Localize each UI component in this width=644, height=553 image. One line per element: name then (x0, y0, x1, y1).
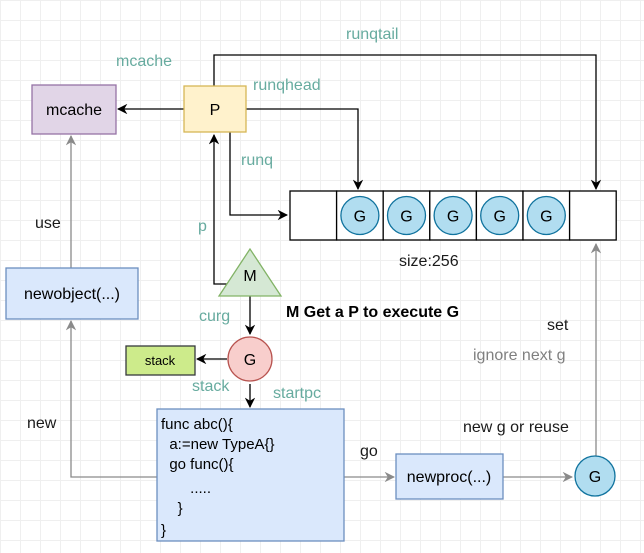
code-line: go func(){ (161, 456, 234, 473)
newobject-rect (5, 267, 139, 320)
queued-g-label: G (540, 209, 552, 226)
newproc-label: newproc(...) (407, 469, 491, 486)
label-go: go (360, 443, 378, 460)
queued-g-circle (433, 195, 473, 236)
edge-m-to-p (208, 133, 236, 285)
queued-g-circle (386, 195, 427, 236)
p-box: P (183, 85, 247, 133)
label-startpc: startpc (273, 385, 321, 402)
p-rect (183, 85, 247, 133)
mcache-box: mcache (31, 84, 117, 135)
current-g-label: G (244, 352, 256, 369)
code-line: } (161, 500, 183, 517)
label-runq: runq (241, 152, 273, 169)
queued-g-label: G (354, 209, 366, 226)
new-g-label: G (589, 469, 601, 486)
code-line: func abc(){ (161, 416, 233, 433)
label-mcache: mcache (116, 53, 172, 70)
queued-g-label: G (400, 209, 412, 226)
label-new-g: new g or reuse (463, 419, 569, 436)
newproc-box: newproc(...) (395, 453, 504, 500)
label-runqhead: runqhead (253, 77, 321, 94)
p-label: P (210, 102, 221, 119)
label-use: use (35, 215, 61, 232)
queued-g-label: G (447, 209, 459, 226)
m-shape (217, 247, 283, 297)
label-ignore: ignore next g (473, 347, 566, 364)
label-stack: stack (192, 378, 230, 395)
edge-code-to-newobject (65, 319, 157, 478)
label-m-note: M Get a P to execute G (286, 304, 459, 321)
newobject-label: newobject(...) (24, 286, 120, 303)
stack-box: stack (125, 345, 196, 376)
stack-label: stack (145, 353, 176, 368)
code-line: a:=new TypeA{} (161, 436, 275, 453)
code-line: ..... (161, 480, 211, 497)
queue-slot (568, 190, 617, 241)
code-block: func abc(){ a:=new TypeA{} go func(){ ..… (156, 408, 345, 542)
m-triangle: M (217, 247, 283, 297)
label-runqtail: runqtail (346, 26, 398, 43)
queued-g-circle (340, 195, 380, 236)
edge-runqhead (246, 108, 364, 191)
mcache-label: mcache (46, 102, 102, 119)
new-g-circle (574, 455, 616, 497)
code-rect (156, 408, 345, 542)
edge-runq (229, 132, 289, 221)
queued-g-label: G (493, 209, 505, 226)
new-g: G (574, 455, 616, 497)
newobject-box: newobject(...) (5, 267, 139, 320)
code-line: } (161, 522, 166, 539)
newproc-rect (395, 453, 504, 500)
edge-runqtail (213, 54, 602, 191)
mcache-rect (31, 84, 117, 135)
current-g: G (227, 336, 273, 382)
current-g-circle (227, 336, 273, 382)
label-new: new (27, 415, 57, 432)
queued-g-circle (480, 195, 520, 236)
queue-slot (289, 190, 338, 241)
m-label: M (243, 268, 256, 285)
queued-g-circle (526, 195, 566, 236)
label-size: size:256 (399, 253, 459, 270)
label-p: p (198, 218, 207, 235)
stack-rect (125, 345, 196, 376)
label-curg: curg (199, 308, 230, 325)
label-set: set (547, 317, 569, 334)
